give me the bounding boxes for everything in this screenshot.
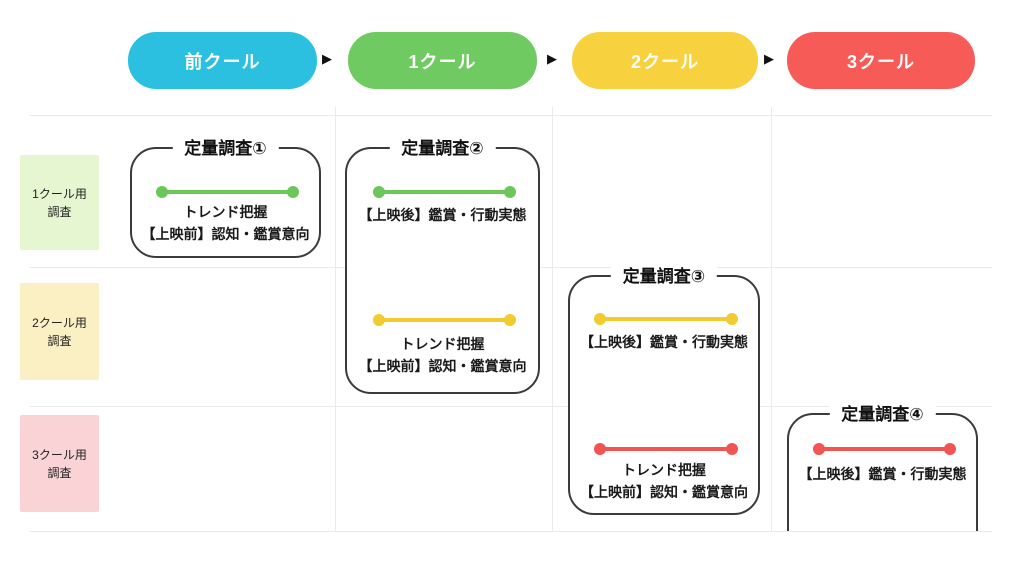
timeline-line	[599, 317, 733, 321]
row-label-cour2-survey: 2クール用 調査	[20, 283, 99, 380]
segment-description: 【上映前】認知・鑑賞意向	[358, 358, 527, 374]
grid-column-divider	[771, 107, 772, 531]
row-label-text: 2クール用	[32, 315, 87, 330]
row-label-text: 調査	[47, 204, 72, 219]
timeline-bar-yellow	[373, 314, 516, 326]
grid-column-divider	[335, 107, 336, 531]
callout-title: 定量調査③	[610, 264, 718, 290]
segment-description: 【上映後】鑑賞・行動実態	[358, 207, 527, 223]
timeline-line	[599, 447, 733, 451]
phase-pill-pre-cour: 前クール	[128, 32, 317, 89]
timeline-dot	[504, 186, 516, 198]
phase-pill-label: 前クール	[184, 51, 261, 72]
phase-pill-label: 1クール	[408, 51, 477, 72]
timeline-line	[161, 190, 294, 194]
arrow-right-icon: ▶	[322, 51, 332, 66]
segment-description: 【上映前】認知・鑑賞意向	[141, 226, 310, 242]
row-label-text: 調査	[47, 465, 72, 480]
segment-description: 【上映後】鑑賞・行動実態	[798, 466, 967, 482]
timeline-line	[378, 190, 511, 194]
segment-description: トレンド把握	[183, 204, 268, 220]
timeline-dot	[944, 443, 956, 455]
phase-pill-label: 3クール	[846, 51, 915, 72]
phase-pill-cour-1: 1クール	[348, 32, 537, 89]
grid-row-divider	[30, 406, 992, 407]
timeline-bar-yellow	[594, 313, 738, 325]
timeline-line	[378, 318, 511, 322]
callout-survey-3: 定量調査③ 【上映後】鑑賞・行動実態 トレンド把握 【上映前】認知・鑑賞意向	[568, 264, 760, 515]
row-label-text: 1クール用	[32, 186, 87, 201]
callout-survey-4-clip: 定量調査④ 【上映後】鑑賞・行動実態	[779, 394, 987, 531]
segment-description: トレンド把握	[400, 336, 485, 352]
row-label-text: 調査	[47, 333, 72, 348]
phase-pill-cour-2: 2クール	[572, 32, 758, 89]
callout-survey-1: 定量調査① トレンド把握 【上映前】認知・鑑賞意向	[130, 136, 321, 258]
grid-row-divider	[30, 531, 992, 532]
arrow-right-icon: ▶	[764, 51, 774, 66]
segment-description: 【上映後】鑑賞・行動実態	[580, 334, 748, 350]
callout-survey-4: 定量調査④ 【上映後】鑑賞・行動実態	[787, 402, 978, 531]
grid-row-divider	[30, 115, 992, 116]
callout-survey-2: 定量調査② 【上映後】鑑賞・行動実態 トレンド把握 【上映前】認知・鑑賞意向	[345, 136, 540, 394]
arrow-right-icon: ▶	[547, 51, 557, 66]
row-label-cour1-survey: 1クール用 調査	[20, 155, 99, 250]
callout-title: 定量調査④	[829, 402, 936, 428]
timeline-dot	[726, 313, 738, 325]
phase-pill-label: 2クール	[630, 51, 699, 72]
grid-column-divider	[552, 107, 553, 531]
timeline-bar-red	[813, 443, 956, 455]
segment-description: トレンド把握	[622, 462, 706, 478]
row-label-text: 3クール用	[32, 447, 87, 462]
row-label-cour3-survey: 3クール用 調査	[20, 415, 99, 512]
timeline-bar-red	[594, 443, 738, 455]
timeline-line	[818, 447, 951, 451]
timeline-bar-green	[156, 186, 299, 198]
timeline-dot	[287, 186, 299, 198]
callout-title: 定量調査①	[172, 136, 279, 162]
segment-description: 【上映前】認知・鑑賞意向	[580, 484, 748, 500]
callout-title: 定量調査②	[389, 136, 496, 162]
phase-pill-cour-3: 3クール	[787, 32, 975, 89]
timeline-bar-green	[373, 186, 516, 198]
timeline-dot	[726, 443, 738, 455]
timeline-dot	[504, 314, 516, 326]
